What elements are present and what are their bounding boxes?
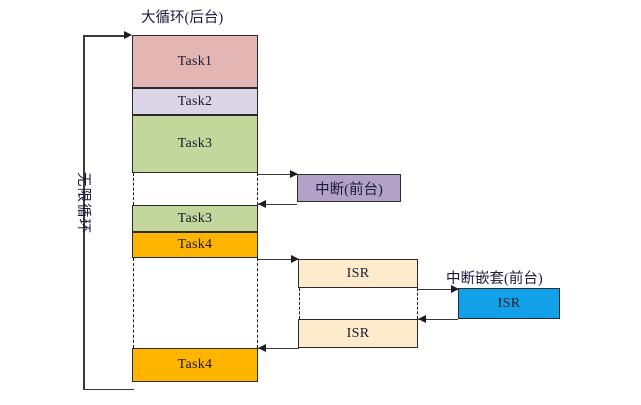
task3-block-upper: Task3 — [132, 115, 258, 173]
preempt-gap2-right-dash — [257, 258, 258, 348]
isr-enter-line — [258, 259, 298, 261]
interrupt-box: 中断(前台) — [297, 174, 401, 202]
nested-enter-arrow — [451, 284, 459, 293]
interrupt-enter-arrow — [290, 169, 298, 178]
interrupt-return-arrow — [258, 200, 266, 208]
nested-interrupt-title: 中断嵌套(前台) — [446, 271, 543, 287]
nested-return-line — [418, 319, 458, 321]
task4-block-lower: Task4 — [132, 348, 258, 382]
preempt-gap2-left-dash — [133, 258, 134, 348]
isr-gap-left-dash — [299, 288, 300, 319]
isr-nested-box: ISR — [458, 288, 560, 319]
loop-top-line — [83, 35, 125, 37]
loop-vertical-line — [83, 35, 85, 390]
isr-upper-box: ISR — [298, 259, 418, 288]
isr-enter-arrow — [291, 255, 299, 263]
task2-block: Task2 — [132, 88, 258, 115]
task4-block-upper: Task4 — [132, 232, 258, 258]
main-loop-title: 大循环(后台) — [141, 10, 224, 26]
figure-caption — [220, 398, 480, 405]
task1-block: Task1 — [132, 35, 258, 88]
nested-enter-line — [418, 288, 458, 290]
loop-arrow-head — [124, 30, 132, 39]
isr-lower-box: ISR — [298, 319, 418, 348]
nested-return-arrow — [418, 315, 426, 323]
interrupt-return-line — [258, 204, 297, 206]
task3-block-lower: Task3 — [132, 205, 258, 232]
isr-return-arrow — [258, 344, 266, 352]
infinite-loop-label: 无限循环 — [75, 172, 91, 234]
preempt-gap1-left-dash — [133, 173, 134, 205]
isr-gap-right-dash — [417, 288, 418, 319]
preempt-gap1-right-dash — [257, 173, 258, 205]
loop-bottom-line — [83, 388, 134, 391]
isr-return-line — [258, 348, 299, 350]
interrupt-enter-line — [258, 173, 297, 175]
